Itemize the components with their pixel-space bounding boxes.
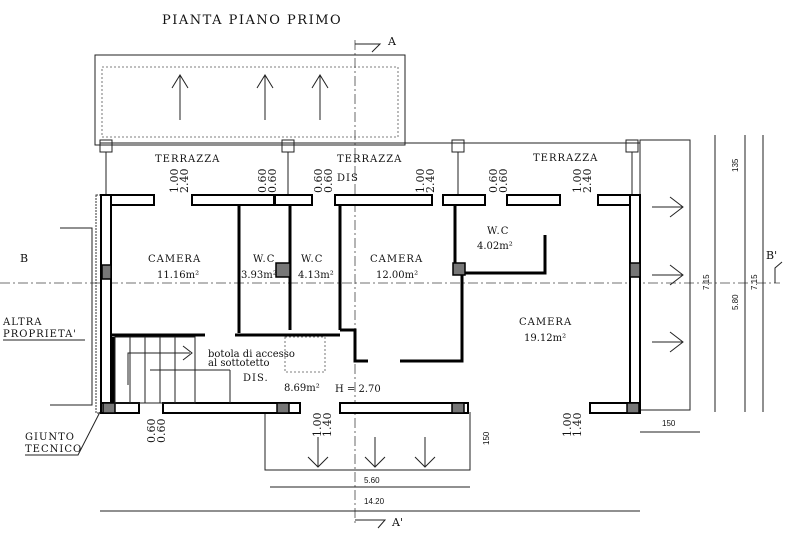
pillar	[625, 139, 639, 153]
opening-dim: 1.00	[414, 169, 427, 194]
room-area: 19.12m²	[524, 333, 566, 344]
section-a-top-arrow	[355, 43, 382, 53]
neighbor-label: PROPRIETA'	[3, 329, 77, 340]
hatch-note: al sottotetto	[208, 358, 270, 369]
room-name: DIS.	[243, 373, 269, 384]
dim-150: 150	[662, 419, 676, 428]
dim-135: 135	[731, 158, 740, 172]
opening-dim: 1.40	[571, 413, 584, 438]
leader-line	[25, 411, 101, 456]
dim-715: 7.15	[702, 274, 711, 290]
opening-dim: 0.60	[145, 419, 158, 444]
room-area: 12.00m²	[376, 270, 418, 281]
terrace-label: TERRAZZA	[155, 154, 220, 165]
ceiling-height: H = 2.70	[335, 384, 381, 395]
section-b-right-label: B'	[766, 249, 777, 262]
dim-150: 150	[482, 431, 491, 445]
opening-dim: 2.40	[178, 169, 191, 194]
neighbor-label: ALTRA	[2, 317, 42, 328]
opening-dim: 1.00	[561, 413, 574, 438]
opening-dim: 0.60	[155, 419, 168, 444]
opening-dim: 2.40	[581, 169, 594, 194]
section-a-bottom-label: A'	[391, 516, 403, 529]
bottom-balcony	[264, 412, 471, 471]
opening-dimensions: 1.00 2.40 0.60 0.60 0.60 0.60 1.00 2.40 …	[145, 169, 594, 444]
slope-arrows-right	[652, 196, 684, 353]
plan-title: PIANTA PIANO PRIMO	[162, 13, 342, 28]
terrace-label: TERRAZZA	[533, 153, 598, 164]
room-area: 4.13m²	[298, 270, 334, 281]
room-name: CAMERA	[148, 254, 201, 265]
opening-dim: 1.40	[321, 413, 334, 438]
joint-label: TECNICO	[25, 444, 82, 455]
dim-715: 7.15	[750, 274, 759, 290]
upper-terrace-outline	[94, 54, 406, 146]
slope-arrows-up	[171, 74, 329, 120]
room-name: CAMERA	[519, 317, 572, 328]
pillar	[451, 139, 465, 153]
room-name: W.C	[487, 226, 509, 237]
opening-dim: 0.60	[487, 169, 500, 194]
dim-1420: 14.20	[364, 497, 385, 506]
upper-terrace-inner	[101, 66, 399, 138]
section-b-left-label: B	[20, 252, 28, 265]
room-labels: CAMERA 11.16m² W.C 3.93m² W.C 4.13m² CAM…	[148, 226, 572, 395]
room-area: 8.69m²	[284, 383, 320, 394]
section-a-top-label: A	[387, 35, 397, 48]
opening-dim: 1.00	[311, 413, 324, 438]
dimension-lines	[100, 135, 764, 512]
opening-dim: 0.60	[322, 169, 335, 194]
opening-dim: 1.00	[571, 169, 584, 194]
walls	[100, 194, 641, 414]
dim-580: 5.80	[731, 294, 740, 310]
pillar	[99, 139, 113, 153]
opening-dim: 0.60	[256, 169, 269, 194]
neighbor-wall	[50, 227, 93, 406]
opening-dim: 0.60	[497, 169, 510, 194]
pillar	[281, 139, 295, 153]
room-area: 4.02m²	[477, 241, 513, 252]
slope-arrows-down	[307, 437, 436, 468]
dim-560: 5.60	[364, 476, 380, 485]
section-b-right-arrow	[774, 261, 783, 283]
terrace-label: TERRAZZA	[337, 154, 402, 165]
room-area: 11.16m²	[157, 270, 199, 281]
staircase	[114, 336, 231, 404]
opening-dim: 0.60	[266, 169, 279, 194]
structural-columns	[101, 262, 641, 414]
room-name: W.C	[301, 254, 323, 265]
joint-label: GIUNTO	[25, 432, 75, 443]
dis-label: DIS	[337, 173, 359, 184]
hatch-note: botola di accesso	[208, 349, 295, 360]
room-name: W.C	[253, 254, 275, 265]
opening-dim: 2.40	[424, 169, 437, 194]
opening-dim: 0.60	[312, 169, 325, 194]
attic-hatch	[284, 336, 326, 373]
room-area: 3.93m²	[241, 270, 277, 281]
room-name: CAMERA	[370, 254, 423, 265]
section-a-bottom-arrow	[355, 519, 387, 529]
opening-dim: 1.00	[168, 169, 181, 194]
